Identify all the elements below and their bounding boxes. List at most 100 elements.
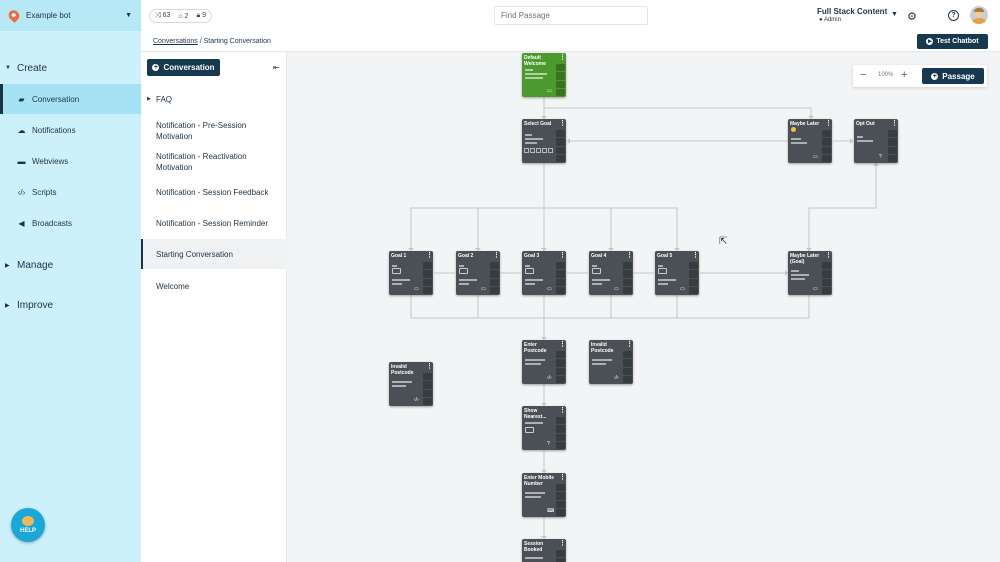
chevron-down-icon: ▼ <box>125 12 132 19</box>
more-options-icon[interactable]: ⋮ <box>825 120 832 127</box>
passage-node-select-goal[interactable]: Select Goal ⋮ <box>522 119 566 163</box>
passage-node-goal-2[interactable]: Goal 2 ⋮ ▭ <box>456 251 500 295</box>
zoom-level: 100% <box>878 72 894 78</box>
section-improve[interactable]: ▶ Improve <box>0 297 141 313</box>
more-options-icon[interactable]: ⋮ <box>559 341 566 348</box>
node-line <box>791 138 801 140</box>
more-options-icon[interactable]: ⋮ <box>891 120 898 127</box>
stat-value: 63 <box>162 12 171 19</box>
passage-item[interactable]: Notification - Session Feedback <box>141 186 287 198</box>
node-line <box>392 265 397 267</box>
zoom-controls: − 100% + + Passage <box>853 65 987 87</box>
node-port-strip <box>423 373 432 405</box>
passage-node-show-nearest[interactable]: Show Nearest... ⋮ ? <box>522 406 566 450</box>
more-options-icon[interactable]: ⋮ <box>559 252 566 259</box>
more-options-icon[interactable]: ⋮ <box>559 54 566 61</box>
node-line <box>857 140 873 142</box>
section-manage[interactable]: ▶ Manage <box>0 257 141 273</box>
node-title: Session Booked <box>524 541 544 553</box>
help-circle-icon[interactable]: ? <box>948 10 959 21</box>
passage-node-maybe-later-goal[interactable]: Maybe Later (Goal) ⋮ ▭ <box>788 251 832 295</box>
passage-node-goal-4[interactable]: Goal 4 ⋮ ▭ <box>589 251 633 295</box>
passage-node-session-booked[interactable]: Session Booked ⋮ <box>522 539 566 562</box>
plus-icon: + <box>152 64 160 71</box>
passage-node-goal-3[interactable]: Goal 3 ⋮ ▭ <box>522 251 566 295</box>
passage-item[interactable]: Welcome <box>141 280 287 292</box>
node-line <box>525 134 532 136</box>
passage-node-enter-postcode[interactable]: Enter Postcode ⋮ ‹/› <box>522 340 566 384</box>
zoom-in-button[interactable]: + <box>901 69 908 81</box>
more-options-icon[interactable]: ⋮ <box>626 341 633 348</box>
test-chatbot-button[interactable]: ▸ Test Chatbot <box>917 34 988 49</box>
gear-icon[interactable]: ⚙ <box>907 11 917 23</box>
more-options-icon[interactable]: ⋮ <box>559 120 566 127</box>
node-line <box>658 265 663 267</box>
more-options-icon[interactable]: ⋮ <box>559 474 566 481</box>
breadcrumb-root-link[interactable]: Conversations <box>153 38 198 45</box>
node-line <box>525 142 537 144</box>
find-passage-input[interactable] <box>494 6 648 25</box>
image-icon <box>525 268 534 274</box>
sidebar-item-scripts[interactable]: ‹/› Scripts <box>0 177 141 207</box>
passage-item-faq[interactable]: ▶ FAQ <box>141 93 287 105</box>
more-options-icon[interactable]: ⋮ <box>493 252 500 259</box>
lock-icon: ▭ <box>680 286 685 292</box>
avatar[interactable] <box>970 6 988 24</box>
passage-node-goal-1[interactable]: Goal 1 ⋮ ▭ <box>389 251 433 295</box>
node-line <box>791 270 799 272</box>
image-icon <box>459 268 468 274</box>
passage-item[interactable]: Notification - Reactivation Motivation <box>141 150 287 174</box>
sidebar-item-broadcasts[interactable]: ◀ Broadcasts <box>0 208 141 238</box>
more-options-icon[interactable]: ⋮ <box>426 363 433 370</box>
more-options-icon[interactable]: ⋮ <box>559 540 566 547</box>
flow-canvas[interactable]: − 100% + + Passage Default Welcome ⋮ ▭ S… <box>287 52 1000 562</box>
node-title: Show Nearest... <box>524 408 547 420</box>
passage-item[interactable]: Notification - Session Reminder <box>141 217 287 229</box>
lock-icon: ▭ <box>614 286 619 292</box>
add-conversation-button[interactable]: + Conversation <box>147 59 220 76</box>
passage-node-maybe-later[interactable]: Maybe Later ⋮ ▭ <box>788 119 832 163</box>
megaphone-icon: ◀ <box>18 218 25 228</box>
node-line <box>592 283 602 285</box>
node-port-strip <box>423 262 432 294</box>
passage-item[interactable]: Notification - Pre-Session Motivation <box>141 119 287 143</box>
sidebar-item-webviews[interactable]: ▬ Webviews <box>0 146 141 176</box>
more-options-icon[interactable]: ⋮ <box>692 252 699 259</box>
lock-icon: ▭ <box>547 88 552 94</box>
sidebar-item-conversation[interactable]: ▰ Conversation <box>0 84 141 114</box>
zoom-out-button[interactable]: − <box>860 69 867 81</box>
node-port-strip <box>556 550 565 562</box>
help-button[interactable]: HELP <box>11 508 45 542</box>
chevron-down-icon[interactable]: ▼ <box>891 11 898 18</box>
node-line <box>525 138 543 140</box>
more-options-icon[interactable]: ⋮ <box>559 407 566 414</box>
node-title: Goal 1 <box>391 253 407 259</box>
passage-item-active[interactable]: Starting Conversation <box>141 239 287 269</box>
more-options-icon[interactable]: ⋮ <box>825 252 832 259</box>
chat-icon: ▰ <box>18 94 25 104</box>
passage-node-goal-5[interactable]: Goal 5 ⋮ ▭ <box>655 251 699 295</box>
passage-node-enter-mobile-number[interactable]: Enter Mobile Number ⋮ ⌨ <box>522 473 566 517</box>
sidebar-item-notifications[interactable]: ☁ Notifications <box>0 115 141 145</box>
collapse-panel-icon[interactable]: ⇤ <box>273 63 280 72</box>
more-options-icon[interactable]: ⋮ <box>626 252 633 259</box>
node-port-strip <box>490 262 499 294</box>
node-line <box>658 283 668 285</box>
user-menu[interactable]: Full Stack Content ● Admin <box>817 7 887 23</box>
node-title: Invalid Postcode <box>591 342 614 354</box>
passage-node-invalid-postcode[interactable]: Invalid Postcode ⋮ ‹/› <box>589 340 633 384</box>
node-line <box>525 283 535 285</box>
section-create[interactable]: ▼ Create <box>0 60 141 76</box>
passage-node-default-welcome[interactable]: Default Welcome ⋮ ▭ <box>522 53 566 97</box>
add-passage-button[interactable]: + Passage <box>922 68 984 84</box>
bot-selector[interactable]: Example bot ▼ <box>0 0 141 31</box>
node-port-strip <box>556 417 565 449</box>
stat-shuffle: ⤨ 63 <box>155 12 170 20</box>
help-label: HELP <box>19 528 36 534</box>
node-line <box>459 265 464 267</box>
stat-hierarchy: ⌂ 2 <box>178 13 188 20</box>
more-options-icon[interactable]: ⋮ <box>426 252 433 259</box>
passage-node-opt-out[interactable]: Opt Out ⋮ ? <box>854 119 898 163</box>
node-line <box>392 279 410 281</box>
passage-node-invalid-postcode[interactable]: Invalid Postcode ⋮ ‹/› <box>389 362 433 406</box>
